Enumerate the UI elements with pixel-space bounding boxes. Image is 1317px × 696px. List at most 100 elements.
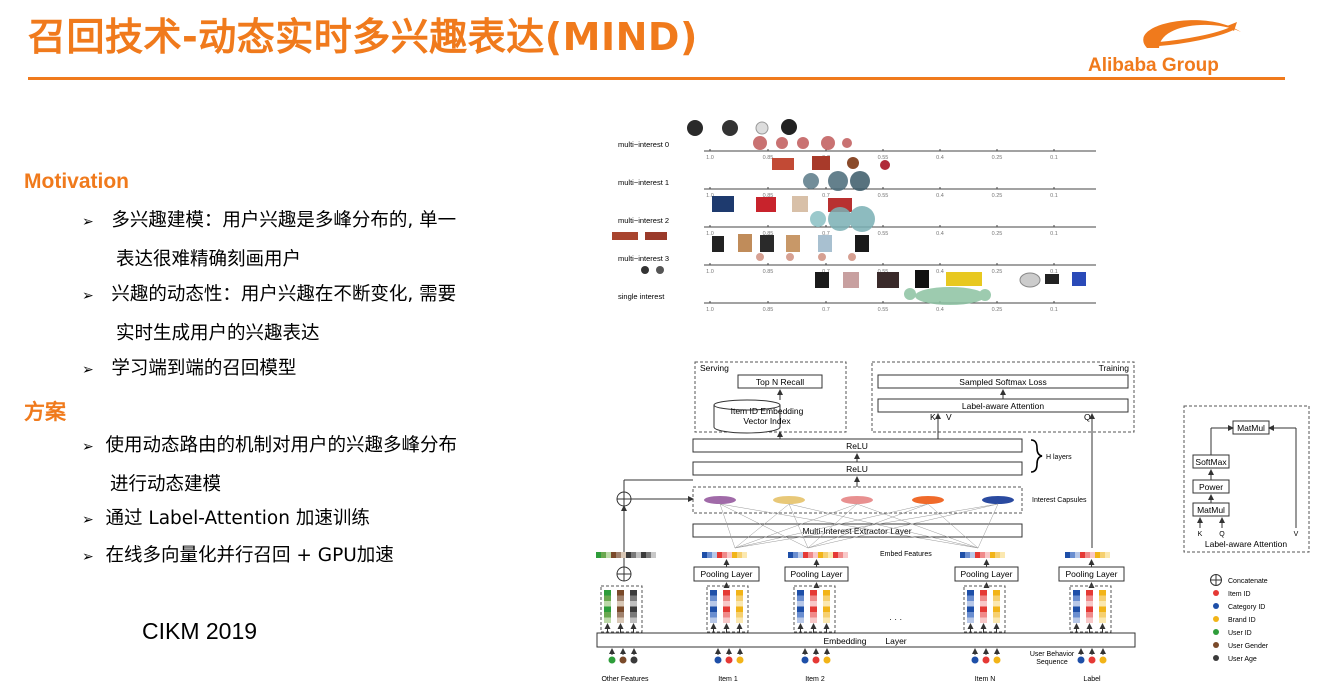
embed-cell — [621, 552, 626, 558]
routing-line — [927, 503, 979, 549]
embed-cell — [722, 552, 727, 558]
embedding-cell — [967, 612, 974, 618]
plot-tick-label: 0.4 — [936, 155, 944, 161]
softmax-label: SoftMax — [1195, 457, 1227, 467]
arrow-bullet-icon: ➢ — [82, 439, 94, 455]
serving-label: Serving — [700, 363, 729, 373]
embedding-cell — [1073, 590, 1080, 596]
embedding-stack-box — [1069, 585, 1112, 633]
plot-tick-label: 0.4 — [936, 231, 944, 237]
embedding-cell — [1073, 612, 1080, 618]
embedding-cell — [823, 590, 830, 596]
motivation-bullet-2: ➢ 兴趣的动态性：用户兴趣在不断变化, 需要 实时生成用户的兴趣表达 — [82, 276, 456, 352]
solution-bullet-2: ➢ 通过 Label-Attention 加速训练 — [82, 500, 370, 539]
embedding-stack-box — [963, 585, 1006, 633]
embed-cell — [823, 552, 828, 558]
plot-tick-label: 0.25 — [992, 231, 1003, 237]
solution-bullet-3: ➢ 在线多向量化并行召回 + GPU加速 — [82, 537, 394, 576]
embedding-cell — [810, 601, 817, 607]
embedding-cell — [1099, 606, 1106, 612]
legend-swatch — [1213, 603, 1219, 609]
embed-cell — [1080, 552, 1085, 558]
embed-cell — [1065, 552, 1070, 558]
att-k-label: K — [1198, 531, 1203, 538]
layer-label: Layer — [885, 636, 906, 646]
embedding-cell — [723, 617, 730, 623]
embedding-cell — [604, 601, 611, 607]
title-underline — [28, 77, 1285, 80]
extractor-label: Multi-Interest Extractor Layer — [802, 526, 911, 536]
embed-cell — [596, 552, 601, 558]
plot-tick-label: 0.1 — [1050, 193, 1058, 199]
embedding-cell — [967, 601, 974, 607]
pooling-layer-label: Pooling Layer — [791, 569, 843, 579]
embed-cell — [1105, 552, 1110, 558]
plot-row-label: multi−interest 1 — [618, 178, 669, 187]
plot-tick-label: 0.85 — [763, 269, 774, 275]
feature-dot — [1099, 656, 1107, 664]
feature-dot — [736, 656, 744, 664]
feature-dot — [801, 656, 809, 664]
embed-cell — [717, 552, 722, 558]
embedding-cell — [630, 601, 637, 607]
plot-tick-label: 1.0 — [706, 269, 714, 275]
embedding-cell — [967, 595, 974, 601]
serving-box — [694, 361, 847, 433]
ellipsis: · · · — [889, 614, 902, 624]
plot-tick-label: 0.85 — [763, 307, 774, 313]
embedding-stack-box — [600, 585, 643, 633]
legend-swatch — [1213, 616, 1219, 622]
q-label: Q — [1084, 412, 1091, 422]
embedding-label: Embedding — [823, 636, 866, 646]
label-aware-label: Label-aware Attention — [962, 401, 1044, 411]
plot-tick-label: 0.25 — [992, 269, 1003, 275]
embedding-cell — [1086, 612, 1093, 618]
embedding-cell — [1073, 601, 1080, 607]
embed-cell — [838, 552, 843, 558]
bottom-label-item1: Item 1 — [718, 676, 738, 683]
relu-label-top: ReLU — [846, 441, 868, 451]
interest-capsule — [912, 496, 944, 504]
embedding-cell — [980, 601, 987, 607]
routing-line — [719, 503, 736, 549]
embedding-cell — [604, 590, 611, 596]
feature-dot — [1077, 656, 1085, 664]
legend-swatch — [1213, 590, 1219, 596]
bullet-text-cont: 进行动态建模 — [110, 474, 222, 495]
embedding-cell — [823, 606, 830, 612]
embedding-cell — [736, 595, 743, 601]
plot-tick-label: 0.7 — [822, 307, 830, 313]
plot-tick-label: 0.25 — [992, 193, 1003, 199]
embedding-cell — [723, 595, 730, 601]
embedding-cell — [1073, 617, 1080, 623]
plot-tick-label: 0.4 — [936, 193, 944, 199]
arrow-bullet-icon: ➢ — [82, 288, 94, 304]
embedding-cell — [1086, 590, 1093, 596]
embedding-cell — [797, 612, 804, 618]
embed-cell — [1095, 552, 1100, 558]
bottom-label-other: Other Features — [601, 676, 649, 683]
embedding-cell — [617, 595, 624, 601]
plot-tick-label: 1.0 — [706, 155, 714, 161]
legend-swatch — [1213, 655, 1219, 661]
feature-dot — [1088, 656, 1096, 664]
embed-cell — [970, 552, 975, 558]
feature-dot — [714, 656, 722, 664]
arrow-bullet-icon: ➢ — [82, 214, 94, 230]
embed-features-label: Embed Features — [880, 551, 932, 558]
embed-cell — [975, 552, 980, 558]
embedding-cell — [617, 606, 624, 612]
bottom-label-itemn: Item N — [975, 676, 996, 683]
legend-swatch — [1213, 629, 1219, 635]
interest-capsules-label: Interest Capsules — [1032, 497, 1087, 504]
pooling-layer-label: Pooling Layer — [1066, 569, 1118, 579]
embed-cell — [732, 552, 737, 558]
embedding-cell — [823, 595, 830, 601]
embedding-stack-box — [706, 585, 749, 633]
power-label: Power — [1199, 482, 1223, 492]
embedding-stack-box — [793, 585, 836, 633]
embed-cell — [727, 552, 732, 558]
bottom-label-label: Label — [1083, 676, 1101, 683]
behavior-label-2: Sequence — [1036, 659, 1068, 666]
plot-tick-label: 0.1 — [1050, 307, 1058, 313]
